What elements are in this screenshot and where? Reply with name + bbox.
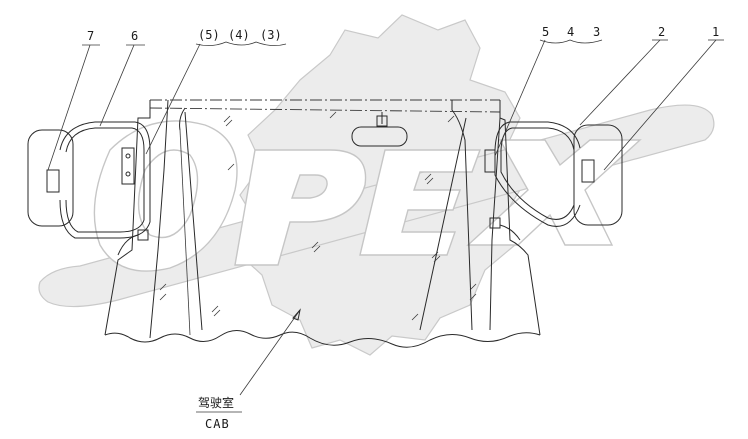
- callout-4: 4: [567, 25, 574, 39]
- break-line: [104, 330, 541, 348]
- left-mirror-head: [27, 129, 74, 227]
- watermark: [38, 14, 715, 356]
- left-pillar-inner: [149, 99, 169, 339]
- callout-6: 6: [131, 29, 138, 43]
- right-windshield-edge: [451, 100, 473, 331]
- watermark-letter-o: [93, 120, 238, 272]
- leader-lines: [47, 39, 724, 396]
- callout-1: 1: [712, 25, 719, 39]
- watermark-letter-x: [466, 139, 642, 246]
- windshield-left-frame: [184, 111, 203, 331]
- cab-caption: 驾驶室 CAB: [196, 395, 242, 431]
- watermark-letter-e: [359, 149, 481, 256]
- left-pillar-outer: [104, 100, 151, 336]
- callout-5: 5: [542, 25, 549, 39]
- windshield-right-frame: [419, 117, 467, 331]
- watermark-letter-p: [234, 149, 367, 266]
- left-mirror-arm-inner: [65, 127, 145, 233]
- callout-3: 3: [593, 25, 600, 39]
- callout-3-paren: (3): [260, 28, 282, 42]
- right-mount-bracket: [484, 149, 521, 241]
- cab-body: [104, 99, 541, 348]
- callout-labels: 7 6 (5) (4) (3) 5 4 3 2 1: [87, 25, 719, 43]
- caption-english: CAB: [205, 417, 230, 431]
- left-windshield-edge: [179, 129, 191, 336]
- callout-4-paren: (4): [228, 28, 250, 42]
- interior-mirror: [351, 112, 408, 147]
- glass-hatching: [159, 111, 477, 321]
- callout-5-paren: (5): [198, 28, 220, 42]
- left-pillar-curve: [179, 107, 186, 131]
- roof-line-bottom: [149, 107, 501, 113]
- caption-chinese: 驾驶室: [198, 395, 234, 410]
- callout-7: 7: [87, 29, 94, 43]
- callout-2: 2: [658, 25, 665, 39]
- right-exterior-mirror: [494, 121, 623, 227]
- right-mirror-head: [573, 124, 623, 226]
- left-mirror-arm-outer: [59, 121, 151, 239]
- left-exterior-mirror: [27, 121, 151, 239]
- right-pillar-inner: [489, 100, 501, 331]
- right-mirror-arm-inner: [500, 127, 575, 220]
- right-pillar-outer: [499, 117, 541, 336]
